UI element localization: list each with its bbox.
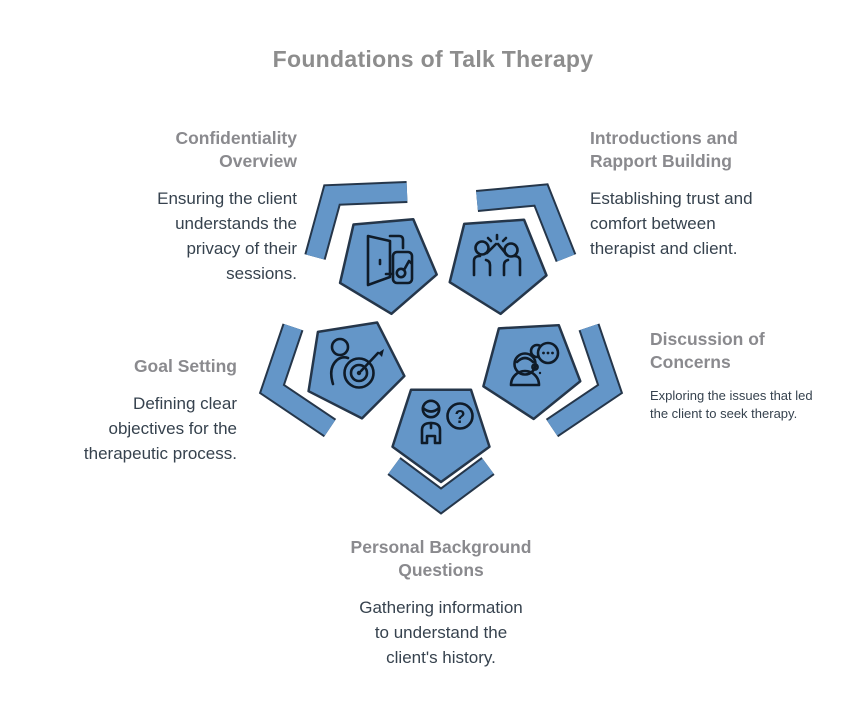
item-heading: Personal Background Questions [350, 537, 532, 580]
item-personal-background-questions: Personal Background Questions Gathering … [321, 536, 561, 670]
item-heading: Goal Setting [133, 356, 237, 376]
high-five-icon [472, 233, 522, 277]
band-bottom [387, 457, 495, 515]
item-description: Exploring the issues that led the client… [650, 388, 813, 421]
pentagon-confidentiality [338, 217, 438, 316]
pentagon-introductions [448, 218, 548, 316]
item-discussion-of-concerns: Discussion of Concerns Exploring the iss… [650, 328, 855, 423]
item-heading: Introductions and Rapport Building [590, 128, 738, 171]
item-description: Gathering information to understand the … [359, 598, 523, 667]
item-description: Establishing trust and comfort between t… [590, 189, 753, 258]
item-description: Defining clear objectives for the therap… [83, 394, 237, 463]
item-goal-setting: Goal Setting Defining clear objectives f… [27, 355, 237, 466]
band-top-left [304, 181, 408, 260]
person-question-icon: ? [420, 399, 474, 445]
person-thought-icon [509, 341, 560, 387]
item-introductions-rapport: Introductions and Rapport Building Estab… [590, 127, 820, 261]
item-confidentiality-overview: Confidentiality Overview Ensuring the cl… [57, 127, 297, 286]
question-mark-glyph: ? [455, 407, 466, 427]
band-left [258, 323, 337, 438]
item-heading: Discussion of Concerns [650, 329, 765, 372]
door-key-icon [366, 234, 414, 287]
item-heading: Confidentiality Overview [175, 128, 297, 171]
person-target-icon [329, 337, 384, 389]
band-top-right [475, 183, 577, 263]
band-right [545, 323, 624, 438]
item-description: Ensuring the client understands the priv… [157, 189, 297, 283]
page-title: Foundations of Talk Therapy [272, 46, 594, 72]
